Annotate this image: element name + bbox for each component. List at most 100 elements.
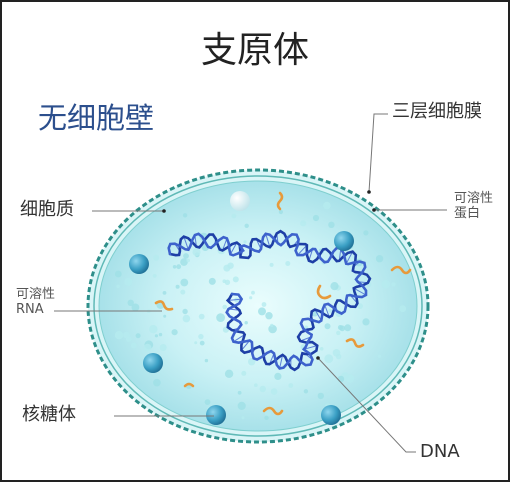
cytoplasm-dot	[182, 308, 188, 315]
cytoplasm-dot	[264, 415, 269, 420]
leader-dna	[317, 357, 416, 453]
leader-membrane	[368, 113, 388, 193]
dna-rung	[265, 233, 271, 248]
rna-squiggle	[390, 265, 412, 275]
label-soluble-rna-line2: RNA	[16, 301, 44, 317]
dna-backbone	[167, 232, 368, 370]
cytoplasm-dot	[204, 358, 209, 363]
cytoplasm-dot	[162, 291, 167, 295]
label-soluble-protein-line2: 蛋白	[454, 205, 481, 221]
cytoplasm-dot	[268, 324, 277, 334]
cytoplasm-dot	[153, 254, 160, 261]
rna-squiggle	[262, 406, 284, 416]
leader-dot	[162, 209, 166, 213]
cytoplasm-dot	[317, 392, 324, 400]
cytoplasm-dot	[269, 262, 274, 267]
cytoplasm-dot	[194, 341, 198, 345]
label-soluble-rna: 可溶性 RNA	[16, 287, 55, 318]
cytoplasm-dot	[332, 349, 341, 357]
leader-dots	[162, 190, 376, 360]
cytoplasm-dot	[244, 321, 248, 325]
cytoplasm-dot	[274, 372, 282, 380]
cytoplasm-dot	[159, 344, 167, 351]
cytoplasm-dot	[328, 308, 333, 313]
label-dna: DNA	[420, 441, 460, 462]
label-no-cell-wall: 无细胞壁	[38, 101, 155, 135]
cytoplasm-dot	[303, 389, 309, 394]
cell-membrane-inner	[98, 180, 418, 432]
cytoplasm-dot	[192, 248, 201, 257]
cell-membrane-middle	[93, 175, 423, 437]
cytoplasm-dot	[324, 323, 331, 330]
cytoplasm-dot	[163, 314, 167, 318]
cytoplasm-dot	[222, 304, 227, 310]
leader-lines	[54, 113, 447, 453]
cytoplasm-dot	[131, 303, 140, 312]
ribosome	[129, 254, 149, 274]
diagram-title: 支原体	[200, 30, 309, 71]
rna-squiggle	[154, 300, 174, 311]
cytoplasm-dot	[180, 289, 186, 295]
leader-dot	[367, 190, 371, 194]
ribosome	[143, 353, 163, 373]
dna-rung	[279, 354, 284, 369]
cytoplasm-dot	[190, 379, 195, 384]
ribosome	[206, 405, 226, 425]
cytoplasm-dot	[114, 270, 122, 278]
cytoplasm-dot	[254, 383, 258, 388]
cytoplasm-dot	[337, 375, 345, 383]
leader-dot	[372, 208, 376, 212]
cytoplasm-dot	[124, 277, 133, 286]
cytoplasm-dot	[328, 221, 335, 228]
cytoplasm-dot	[381, 279, 391, 289]
cytoplasm-dot	[231, 213, 237, 219]
cytoplasm-dot	[399, 305, 407, 313]
cytoplasm-dot	[180, 258, 188, 266]
cytoplasm-dot	[304, 325, 309, 330]
cytoplasm-dot	[125, 336, 132, 342]
cytoplasm-dot	[362, 318, 370, 326]
cytoplasm-dot	[135, 333, 141, 339]
cytoplasm-dot	[243, 240, 247, 244]
dna-rung	[314, 309, 322, 321]
rna-squiggle	[183, 382, 195, 388]
cytoplasm-dot	[199, 340, 205, 346]
cytoplasm-dot	[175, 284, 180, 289]
cytoplasm-dot	[285, 261, 291, 266]
dna-rung	[183, 236, 189, 250]
cytoplasm-dot	[127, 299, 134, 306]
dna-rung	[233, 334, 245, 343]
cytoplasm-dot	[391, 282, 396, 287]
cytoplasm-dot	[224, 369, 234, 378]
cytoplasm-dot	[241, 370, 247, 376]
cytoplasm-dot	[153, 378, 161, 387]
dna-rung	[229, 242, 238, 255]
cytoplasm-dot	[116, 284, 120, 289]
dna-rung	[324, 304, 330, 318]
cytoplasm-dot	[270, 388, 278, 395]
cytoplasm-dot	[222, 279, 227, 284]
cytoplasm-dot	[249, 296, 253, 300]
cytoplasm-dot	[337, 325, 343, 330]
ribosome	[334, 231, 354, 251]
cytoplasm-dot	[363, 230, 369, 236]
ribosome-pale	[230, 191, 250, 211]
cytoplasm-dot	[270, 323, 274, 328]
rna-squiggle	[276, 191, 284, 211]
cytoplasm-dot	[357, 303, 363, 309]
dna-rung	[241, 340, 251, 351]
label-soluble-protein: 可溶性 蛋白	[454, 191, 493, 222]
cytoplasm-dot	[330, 282, 339, 291]
cytoplasm-dot	[312, 214, 320, 222]
cytoplasm-dot	[344, 324, 352, 332]
rna-group	[154, 191, 412, 416]
rna-squiggle	[345, 338, 365, 348]
cytoplasm-dot	[237, 401, 246, 410]
cytoplasm-dot	[208, 277, 216, 285]
dna-strand	[167, 229, 372, 372]
cytoplasm-dot	[171, 329, 178, 336]
dna-rung	[222, 238, 228, 251]
cytoplasm-dot	[114, 331, 124, 340]
cytoplasm-dot	[216, 313, 226, 322]
